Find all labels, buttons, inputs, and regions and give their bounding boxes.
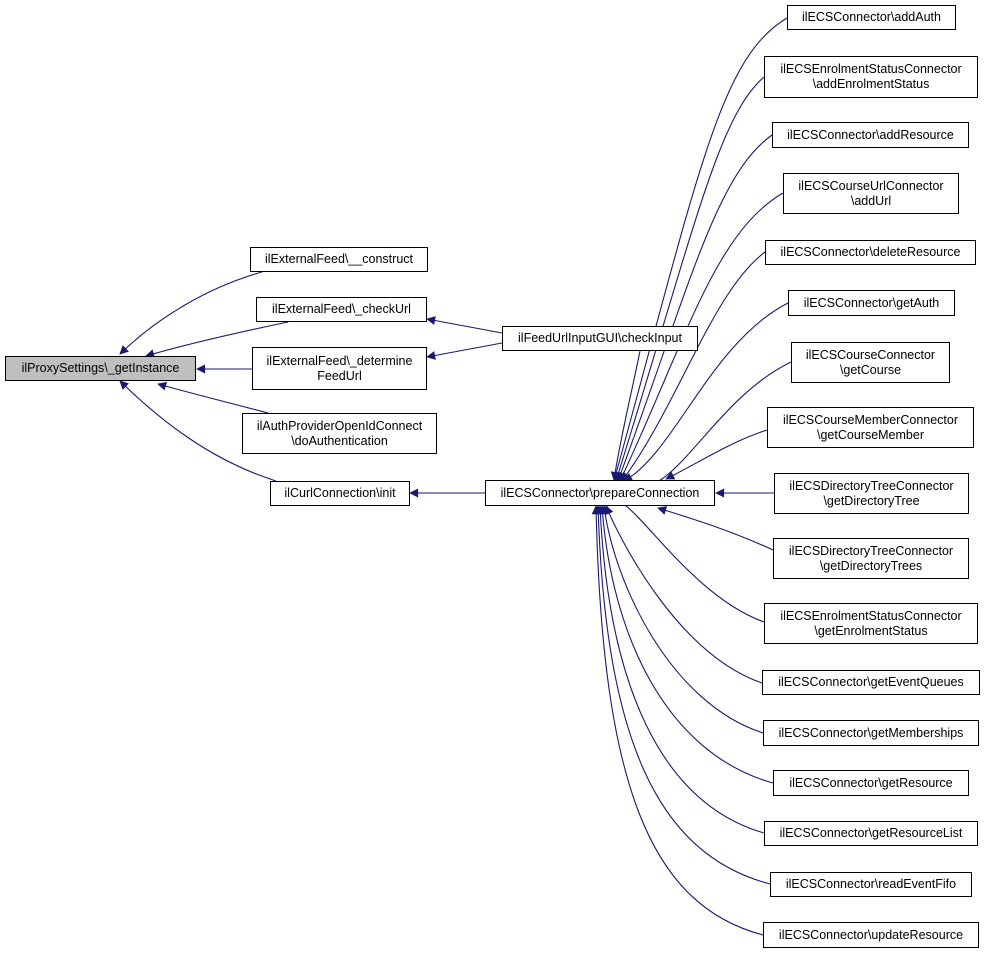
node-externalfeed-checkurl[interactable]: ilExternalFeed\_checkUrl: [256, 297, 427, 322]
edge-below-1-to-prepare: [604, 505, 763, 684]
edge-below-3-to-prepare: [598, 505, 774, 784]
node-label: ilECSConnector\getEventQueues: [778, 675, 964, 689]
node-ecsconnector-getmemberships[interactable]: ilECSConnector\getMemberships: [763, 720, 979, 746]
node-ecsconnector-deleteresource[interactable]: ilECSConnector\deleteResource: [765, 240, 976, 265]
node-ecsconnector-readeventfifo[interactable]: ilECSConnector\readEventFifo: [770, 872, 972, 897]
node-externalfeed-determinefeedurl[interactable]: ilExternalFeed\_determine FeedUrl: [252, 347, 427, 390]
edge-below-6-to-prepare: [591, 505, 764, 936]
node-label: ilProxySettings\_getInstance: [21, 361, 180, 375]
node-label: ilECSConnector\getResourceList: [779, 826, 963, 840]
node-label: \getDirectoryTrees: [819, 558, 923, 573]
edge-below-2-to-prepare: [600, 505, 764, 734]
node-label: ilECSConnector\deleteResource: [780, 245, 961, 259]
edge-getdirectorytrees-to-prepare: [657, 506, 774, 551]
node-label: ilFeedUrlInputGUI\checkInput: [518, 331, 682, 345]
node-label: FeedUrl: [317, 368, 362, 383]
edge-getcoursemember-to-prepare: [665, 429, 768, 480]
edge-checkinput-to-checkurl: [426, 316, 503, 334]
edge-above-4-to-prepare: [621, 251, 766, 482]
edge-above-2-to-prepare: [616, 134, 773, 482]
node-ecsconnector-addauth[interactable]: ilECSConnector\addAuth: [787, 5, 956, 30]
node-ecsdirtree-getdirectorytree[interactable]: ilECSDirectoryTreeConnector \getDirector…: [774, 473, 969, 514]
node-label: ilECSConnector\getAuth: [803, 295, 940, 310]
node-ecsconnector-getauth[interactable]: ilECSConnector\getAuth: [788, 290, 955, 316]
node-label: ilECSEnrolmentStatusConnector: [780, 608, 962, 623]
node-label: \getDirectoryTree: [823, 493, 920, 508]
node-label: ilECSEnrolmentStatusConnector: [780, 62, 962, 76]
node-feedurlinputgui-checkinput[interactable]: ilFeedUrlInputGUI\checkInput: [502, 326, 698, 351]
node-ecscoursemember-getcoursemember[interactable]: ilECSCourseMemberConnector \getCourseMem…: [767, 407, 974, 448]
node-label: ilECSConnector\readEventFifo: [785, 877, 957, 891]
edge-below-5-to-prepare: [593, 505, 771, 885]
node-ecsconnector-getresourcelist[interactable]: ilECSConnector\getResourceList: [764, 821, 978, 846]
node-label: \getCourse: [839, 362, 902, 377]
edge-below-0-to-prepare: [606, 496, 765, 623]
node-label: ilECSCourseConnector: [805, 347, 936, 362]
node-ecsconnector-geteventqueues[interactable]: ilECSConnector\getEventQueues: [762, 670, 980, 695]
edge-above-3-to-prepare: [619, 192, 784, 482]
node-ecsenrolment-addenrolmentstatus[interactable]: ilECSEnrolmentStatusConnector \addEnrolm…: [764, 56, 978, 98]
edge-checkinput-to-determine: [426, 342, 503, 360]
node-label: ilECSConnector\updateResource: [778, 927, 964, 942]
node-label: \doAuthentication: [291, 433, 388, 448]
node-label: \addUrl: [850, 193, 892, 208]
node-ecsconnector-prepareconnection[interactable]: ilECSConnector\prepareConnection: [485, 480, 715, 506]
node-label: ilECSDirectoryTreeConnector: [789, 478, 954, 493]
node-label: ilExternalFeed\_checkUrl: [272, 302, 411, 316]
node-externalfeed-construct[interactable]: ilExternalFeed\__construct: [250, 247, 428, 272]
node-label: ilECSConnector\getResource: [789, 775, 953, 790]
node-ecsconnector-getresource[interactable]: ilECSConnector\getResource: [773, 770, 969, 796]
edge-above-0-to-prepare: [611, 17, 788, 482]
edge-construct-to-getinstance: [119, 271, 263, 355]
node-ecsconnector-addresource[interactable]: ilECSConnector\addResource: [772, 122, 969, 148]
node-label: \addEnrolmentStatus: [812, 77, 930, 91]
node-label: ilECSCourseUrlConnector: [798, 178, 944, 193]
edge-above-1-to-prepare: [614, 76, 765, 482]
node-ecsconnector-updateresource[interactable]: ilECSConnector\updateResource: [763, 922, 979, 948]
node-curlconnection-init[interactable]: ilCurlConnection\init: [270, 481, 410, 506]
node-label: ilECSConnector\addResource: [787, 127, 954, 142]
node-proxy-getinstance: ilProxySettings\_getInstance: [5, 356, 196, 381]
node-label: ilCurlConnection\init: [284, 486, 396, 500]
edge-checkurl-to-getinstance: [145, 321, 289, 359]
node-ecsdirtree-getdirectorytrees[interactable]: ilECSDirectoryTreeConnector \getDirector…: [773, 538, 969, 579]
node-label: \getCourseMember: [817, 427, 924, 442]
node-label: ilECSConnector\prepareConnection: [500, 485, 700, 500]
node-ecscourse-getcourse[interactable]: ilECSCourseConnector \getCourse: [791, 342, 950, 383]
node-label: ilECSConnector\addAuth: [802, 10, 941, 24]
edge-below-4-to-prepare: [595, 505, 765, 834]
node-label: ilAuthProviderOpenIdConnect: [256, 418, 423, 433]
edge-curl-to-getinstance: [119, 380, 277, 482]
edge-checkinput-from-prepare: [610, 350, 641, 481]
node-label: ilECSConnector\getMemberships: [778, 725, 964, 740]
node-label: \getEnrolmentStatus: [814, 623, 928, 638]
node-ecscourseurl-addurl[interactable]: ilECSCourseUrlConnector \addUrl: [783, 173, 959, 214]
edge-above-5-to-prepare: [623, 302, 789, 482]
node-label: ilExternalFeed\__construct: [265, 252, 413, 266]
node-ecsenrolment-getenrolmentstatus[interactable]: ilECSEnrolmentStatusConnector \getEnrolm…: [764, 603, 978, 644]
node-label: ilECSCourseMemberConnector: [782, 412, 959, 427]
node-label: ilECSDirectoryTreeConnector: [788, 543, 954, 558]
node-label: ilExternalFeed\_determine: [266, 353, 413, 368]
edge-authprovider-to-getinstance: [157, 381, 269, 414]
node-authprovider-doauthentication[interactable]: ilAuthProviderOpenIdConnect \doAuthentic…: [242, 413, 437, 454]
